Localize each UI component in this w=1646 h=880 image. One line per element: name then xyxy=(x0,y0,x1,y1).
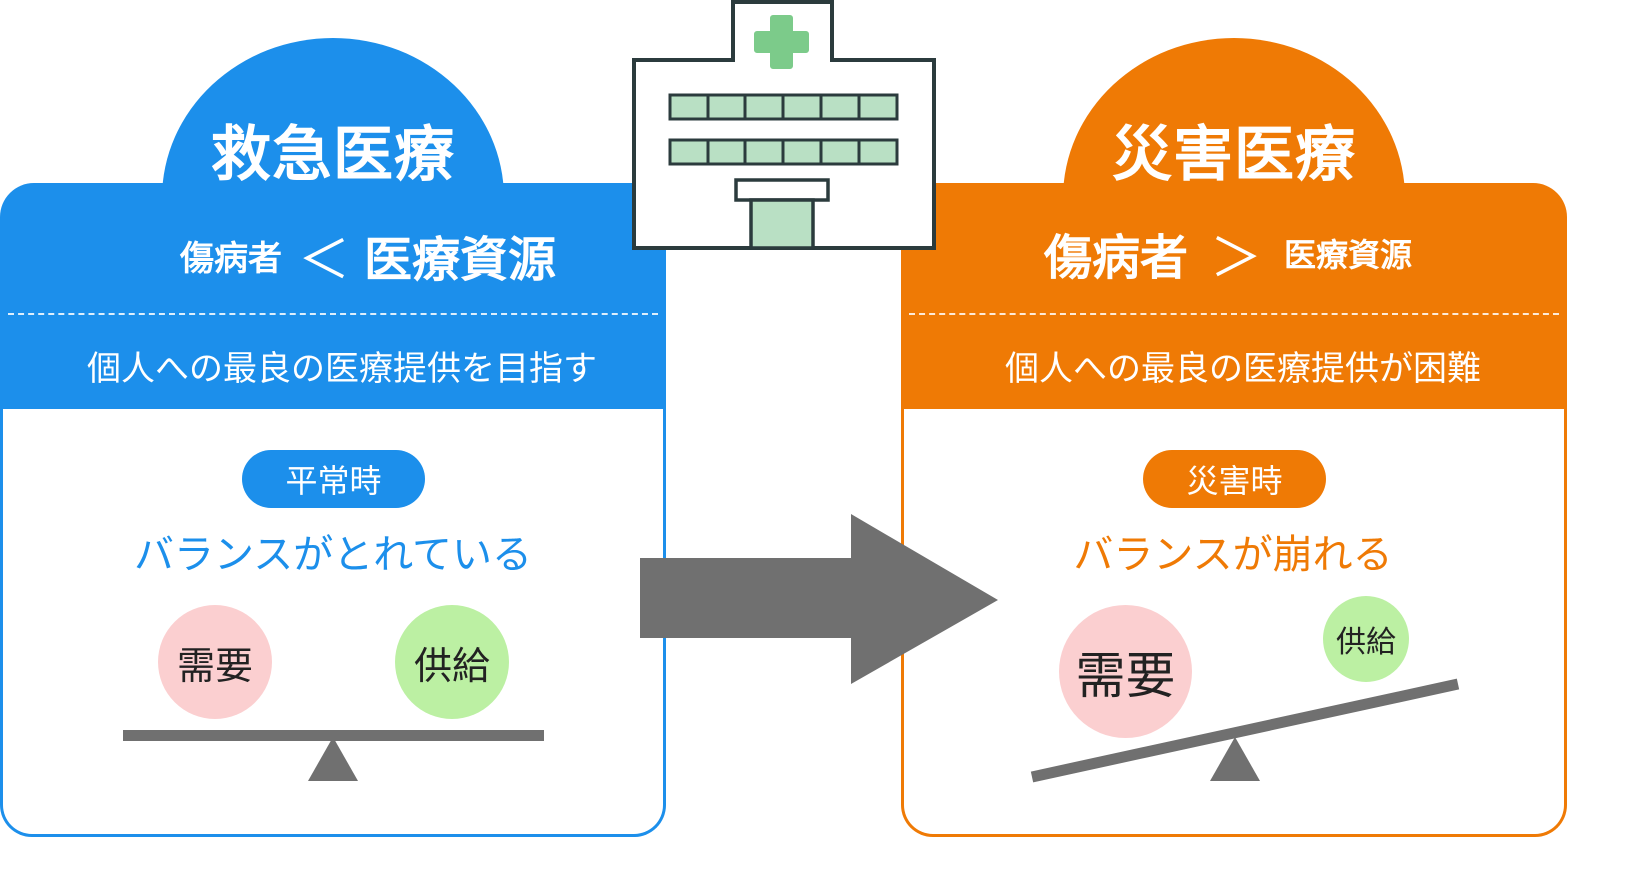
emergency-goal: 個人への最良の医療提供を目指す xyxy=(87,349,597,389)
demand-circle: 需要 xyxy=(1059,605,1192,738)
unbalanced-text: バランスが崩れる xyxy=(1073,532,1393,578)
disaster-time-badge: 災害時 xyxy=(1143,450,1326,508)
injured-label: 傷病者 xyxy=(1044,230,1189,286)
fulcrum xyxy=(1210,737,1260,781)
emergency-title: 救急医療 xyxy=(211,120,455,190)
supply-circle: 供給 xyxy=(1323,596,1409,682)
supply-circle: 供給 xyxy=(395,605,509,719)
medical-resources-label: 医療資源 xyxy=(1284,236,1413,274)
emergency-header xyxy=(0,183,666,411)
medical-resources-label: 医療資源 xyxy=(364,232,557,288)
disaster-goal: 個人への最良の医療提供が困難 xyxy=(1005,349,1481,389)
greater-than-symbol: ＞ xyxy=(1210,228,1263,289)
divider xyxy=(8,313,658,315)
injured-label: 傷病者 xyxy=(180,238,282,279)
balanced-text: バランスがとれている xyxy=(134,532,532,578)
right-arrow-icon xyxy=(640,514,998,684)
disaster-title: 災害医療 xyxy=(1112,120,1356,190)
fulcrum xyxy=(308,737,358,781)
disaster-header xyxy=(901,183,1567,411)
demand-circle: 需要 xyxy=(158,605,272,719)
emergency-comparison: 傷病者 ＜ 医療資源 xyxy=(180,222,557,291)
hospital-icon xyxy=(632,0,936,250)
normal-time-badge: 平常時 xyxy=(242,450,425,508)
less-than-symbol: ＜ xyxy=(298,230,351,291)
disaster-comparison: 傷病者 ＞ 医療資源 xyxy=(1044,220,1413,289)
divider xyxy=(909,313,1559,315)
balance-beam xyxy=(123,730,544,741)
